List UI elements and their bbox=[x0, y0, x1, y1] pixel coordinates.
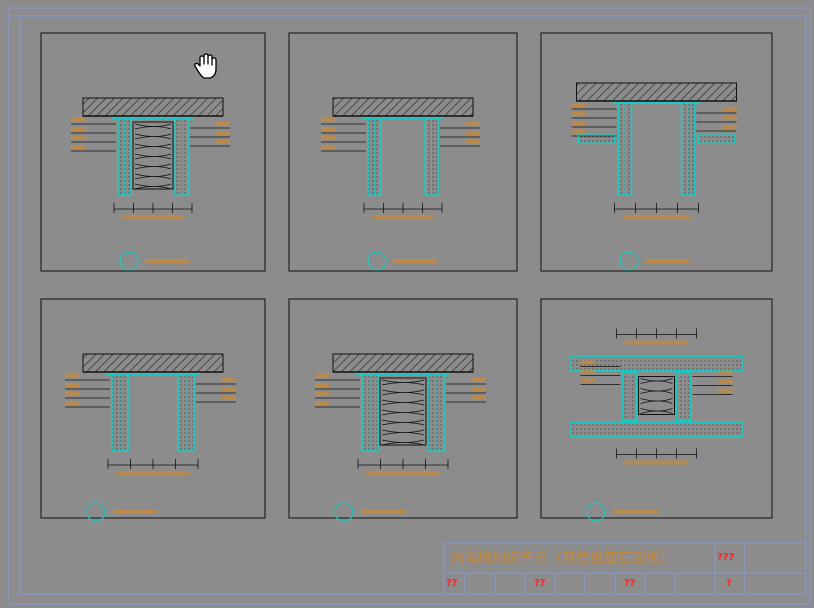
detail-panel-d bbox=[40, 298, 266, 522]
title-block-code-3: ?? bbox=[534, 578, 546, 589]
title-block-code-4: ?? bbox=[624, 578, 636, 589]
detail-panels bbox=[40, 32, 773, 522]
hand-pan-icon[interactable] bbox=[194, 53, 217, 79]
detail-panel-b bbox=[288, 32, 518, 272]
title-block-code-5: ? bbox=[726, 578, 732, 589]
detail-panel-a bbox=[40, 32, 266, 272]
detail-panel-c bbox=[540, 32, 773, 272]
outer-frame bbox=[8, 7, 811, 605]
title-block-code-1: ??? bbox=[717, 552, 735, 563]
detail-panel-f bbox=[540, 298, 773, 522]
detail-panel-e bbox=[288, 298, 518, 522]
inner-frame bbox=[19, 15, 807, 595]
title-block bbox=[443, 542, 807, 595]
left-margin-text bbox=[11, 22, 17, 262]
title-block-code-2: ?? bbox=[446, 578, 458, 589]
title-block-title: 内隔墙构造节点（双层纸面石膏板） bbox=[450, 551, 674, 567]
